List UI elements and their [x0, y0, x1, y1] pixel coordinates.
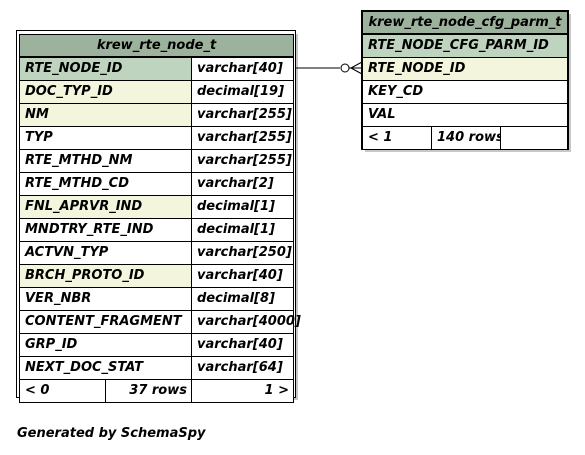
column-type: varchar[255]: [191, 126, 294, 150]
parents-count: < 1: [362, 126, 432, 150]
row-count: 37 rows: [105, 379, 192, 403]
parents-count: < 0: [19, 379, 106, 403]
column-name[interactable]: MNDTRY_RTE_IND: [19, 218, 192, 242]
column-type: varchar[40]: [191, 264, 294, 288]
column-type: varchar[2]: [191, 172, 294, 196]
column-type: decimal[19]: [191, 80, 294, 104]
table-title[interactable]: krew_rte_node_cfg_parm_t: [362, 11, 568, 34]
generated-by-note: Generated by SchemaSpy: [17, 426, 206, 441]
footer-blank: [500, 126, 568, 150]
column-type: varchar[40]: [191, 333, 294, 357]
column-name[interactable]: RTE_NODE_ID: [19, 57, 192, 81]
column-name[interactable]: VER_NBR: [19, 287, 192, 311]
column-type: decimal[1]: [191, 218, 294, 242]
column-type: varchar[250]: [191, 241, 294, 265]
column-type: varchar[4000]: [191, 310, 301, 334]
zero-cardinality-icon: [340, 63, 350, 73]
column-name[interactable]: VAL: [362, 103, 568, 127]
crowfoot-icon: [350, 61, 363, 69]
column-type: varchar[255]: [191, 149, 294, 173]
column-name[interactable]: RTE_NODE_CFG_PARM_ID: [362, 34, 568, 58]
column-name[interactable]: NEXT_DOC_STAT: [19, 356, 192, 380]
crowfoot-icon: [350, 67, 363, 75]
column-name[interactable]: NM: [19, 103, 192, 127]
column-name[interactable]: RTE_MTHD_CD: [19, 172, 192, 196]
column-name[interactable]: DOC_TYP_ID: [19, 80, 192, 104]
column-type: decimal[1]: [191, 195, 294, 219]
row-count: 140 rows: [431, 126, 504, 150]
children-count: 1 >: [191, 379, 294, 403]
table-title[interactable]: krew_rte_node_t: [19, 34, 294, 57]
